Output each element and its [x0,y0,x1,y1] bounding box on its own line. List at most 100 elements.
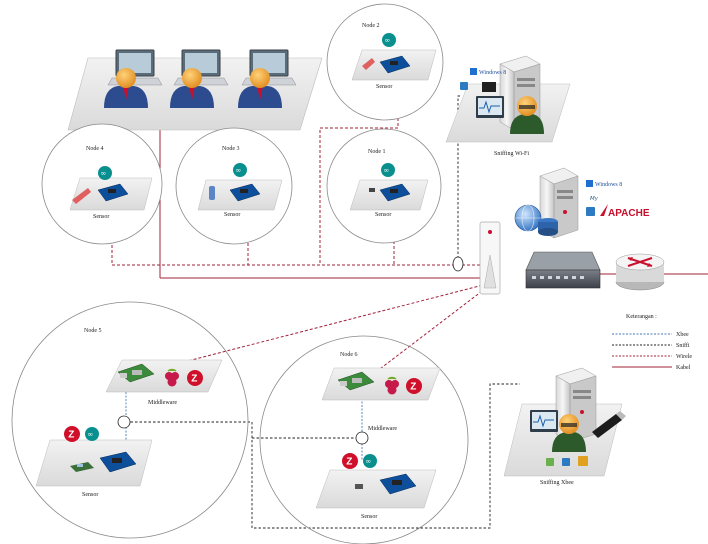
sensor-chip-icon [355,484,363,489]
svg-text:∞: ∞ [236,167,242,175]
sniffer-user-icon [552,414,586,452]
arduino-board-icon [379,473,417,495]
sniffer-user-icon [510,96,544,134]
sniff-taps [117,256,464,445]
wireless-node6 [367,284,491,379]
globe-icon [514,204,542,232]
tap-wifi [452,256,464,272]
apache-label: APACHE [608,208,650,219]
node-3: Node 3 ∞ Sensor [175,127,293,245]
apache-feather-icon [600,204,608,216]
access-point-icon [479,221,501,295]
sensor-probe-icon [209,186,215,200]
zigbee-logo-icon: Z [187,370,203,386]
svg-text:∞: ∞ [385,37,391,45]
node-6-sensor-panel [315,469,437,509]
legend-label-sniffi: Sniffi [676,342,690,349]
router-icon [615,253,665,291]
node-6-title: Node 6 [340,352,358,358]
arduino-board-icon [379,183,411,202]
svg-text:Z: Z [346,457,352,468]
zigbee-logo-icon: Z [406,378,422,394]
raspberry-pi-icon [165,368,179,387]
svg-text:Z: Z [191,374,197,385]
app-icon [586,207,595,216]
infinity-logo-icon: ∞ [85,427,99,441]
node-6-middleware-panel [321,367,441,401]
antenna-icon [362,58,375,70]
laptop-user-icon[interactable] [238,49,297,108]
usb-xbee-dongle-icon [592,411,626,438]
server-tower-icon [539,167,579,239]
node-1: Node 1 ∞ Sensor [326,128,442,244]
sniff-wifi-link [457,95,460,262]
laptop-user-icon[interactable] [104,49,163,108]
windows-logo-icon [586,180,593,187]
database-icon [538,218,558,236]
laptop-group [67,49,323,131]
raspberry-pi-board-icon [117,363,155,383]
node-5: Node 5 Z Middleware Z ∞ [11,301,249,539]
node-5-sensor-panel [35,439,153,487]
node-1-title: Node 1 [368,149,386,155]
node-5-caption: Sensor [82,492,98,498]
infinity-logo-icon: ∞ [381,163,395,177]
mysql-logo-icon: My [590,196,599,202]
node-2-caption: Sensor [376,84,392,90]
legend-label-xbee: Xbee [676,332,689,338]
node-2-title: Node 2 [362,23,380,29]
mini-monitor-icon [482,82,496,92]
web-server-os: Windows 8 [595,182,622,188]
infinity-logo-icon: ∞ [98,166,112,180]
svg-text:Z: Z [68,430,74,441]
tap-node5 [117,415,131,429]
zigbee-logo-icon: Z [64,426,80,442]
arduino-board-icon [229,183,261,202]
monitor-icon [476,96,504,118]
app-icon [578,456,588,466]
node-5-title: Node 5 [84,328,102,334]
arduino-board-icon [99,451,137,473]
switch-icon [525,251,601,289]
node-6-middleware: Middleware [368,426,397,432]
node-5-boundary [11,301,249,539]
node-6-boundary [259,335,469,544]
sniffing-xbee-caption: Sniffing Xbee [540,479,574,486]
svg-text:∞: ∞ [366,458,372,466]
antenna-icon [72,188,91,204]
svg-text:∞: ∞ [384,167,390,175]
node-5-middleware: Middleware [148,400,177,406]
sniffing-wifi-station: Windows 8 Sniffing Wi-Fi [445,55,571,157]
legend-label-kabel: Kabel [676,365,691,371]
web-server: Windows 8 My APACHE [514,167,650,239]
node-3-caption: Sensor [224,212,240,218]
sniffing-wifi-os: Windows 8 [479,70,506,76]
infinity-logo-icon: ∞ [363,454,377,468]
arduino-board-icon [97,183,129,202]
node-2: Node 2 ∞ Sensor [326,3,444,121]
sensor-chip-icon [369,188,375,192]
sensor-module-icon [70,462,94,472]
app-icon [546,458,554,466]
wireless-node5 [144,283,488,373]
raspberry-pi-icon [385,376,399,395]
sniff-node5 [126,383,520,529]
app-icon [460,82,468,90]
laptop-user-icon[interactable] [170,49,229,108]
svg-text:Z: Z [410,382,416,393]
app-icon [562,458,570,466]
legend-title: Keterangan : [626,314,657,320]
node-1-caption: Sensor [375,212,391,218]
sniffing-wifi-caption: Sniffing Wi-Fi [494,150,529,157]
node-3-title: Node 3 [222,146,240,152]
windows-logo-icon [470,68,477,75]
sniffing-lines [126,95,520,529]
node-4: Node 4 ∞ Sensor [41,123,163,245]
node-6-caption: Sensor [361,514,377,520]
node-6: Node 6 Z Middleware Z ∞ [259,335,469,544]
node-4-caption: Sensor [93,214,109,220]
raspberry-pi-board-icon [337,371,375,391]
svg-text:∞: ∞ [88,431,94,439]
